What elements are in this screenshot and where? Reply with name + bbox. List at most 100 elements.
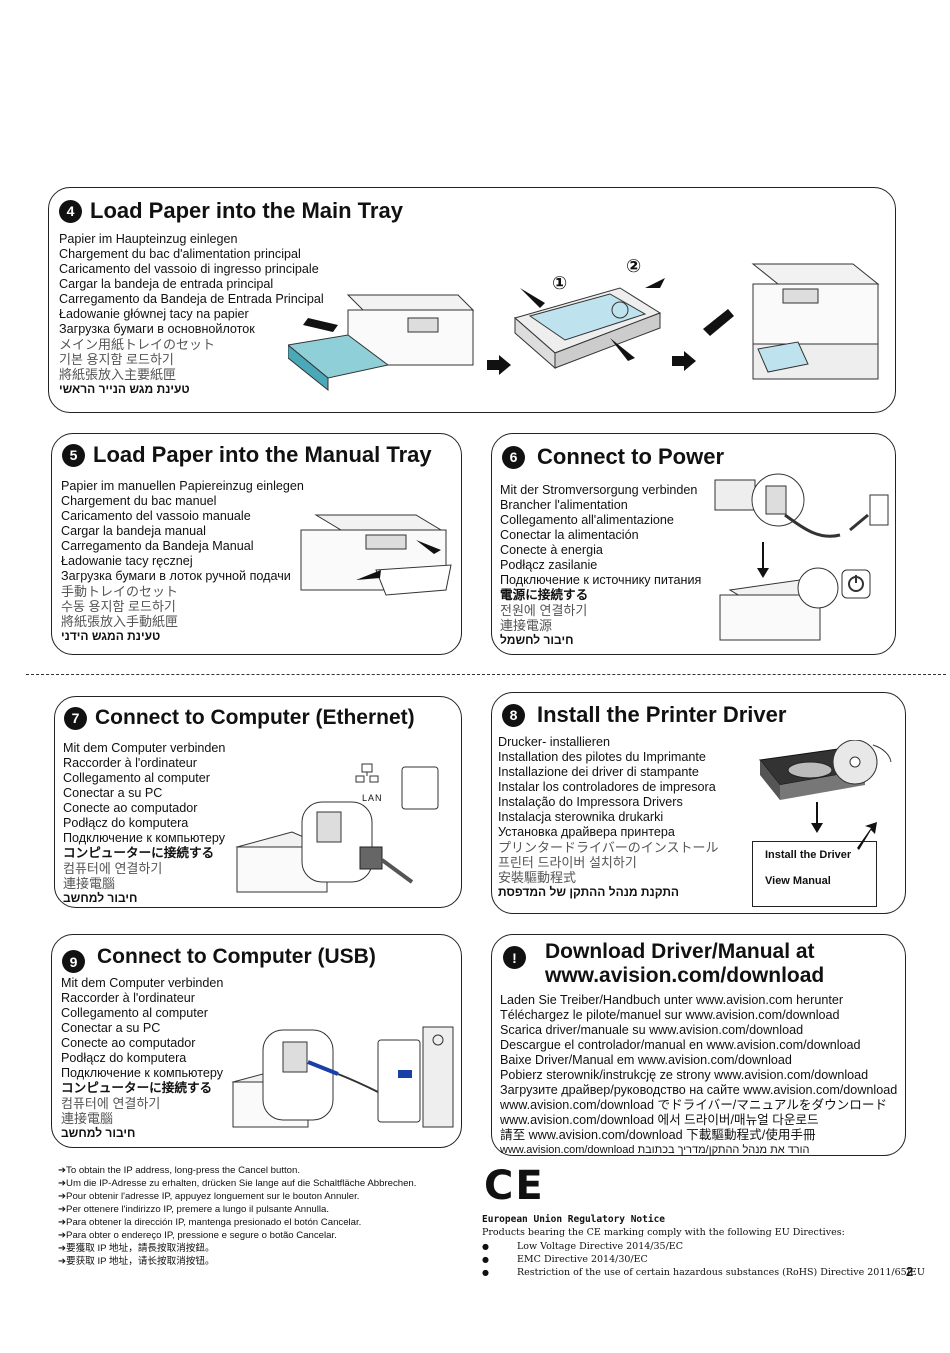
translation-line: חיבור למחשב bbox=[61, 1126, 136, 1140]
translation-line: חיבור לחשמל bbox=[500, 633, 574, 647]
translation-line: Mit dem Computer verbinden bbox=[61, 976, 224, 990]
step-number-badge: 7 bbox=[64, 706, 87, 730]
section-title-install-driver: 8 Install the Printer Driver bbox=[502, 702, 786, 728]
usb-connection-illustration bbox=[231, 1026, 454, 1128]
translation-line: 기본 용지함 로드하기 bbox=[59, 352, 174, 367]
translation-line: Ładowanie tacy ręcznej bbox=[61, 554, 193, 568]
translation-line: www.avision.com/download でドライバー/マニュアルをダウ… bbox=[500, 1098, 888, 1112]
note-line: ➔Para obter o endereço IP, pressione e s… bbox=[58, 1230, 337, 1241]
panel-download bbox=[491, 934, 906, 1156]
arrow-right-icon bbox=[487, 355, 511, 375]
translation-line: メイン用紙トレイのセット bbox=[59, 337, 216, 352]
paper-tray-illustration bbox=[513, 278, 665, 370]
translation-line: Instalacja sterownika drukarki bbox=[498, 810, 664, 824]
section-title-manual-tray: 5 Load Paper into the Manual Tray bbox=[62, 442, 432, 468]
translation-line: 將紙張放入手動紙匣 bbox=[61, 614, 179, 629]
translation-line: Mit der Stromversorgung verbinden bbox=[500, 483, 698, 497]
translation-line: Podłącz zasilanie bbox=[500, 558, 598, 572]
step-number-badge: 4 bbox=[59, 199, 82, 223]
translation-line: Подключение к компьютеру bbox=[61, 1066, 224, 1080]
translation-line: Caricamento del vassoio di ingresso prin… bbox=[59, 262, 319, 276]
translation-line: Podłącz do komputera bbox=[63, 816, 189, 830]
translation-line: 請至 www.avision.com/download 下載驅動程式/使用手冊 bbox=[500, 1128, 816, 1142]
view-manual-button[interactable]: View Manual bbox=[765, 875, 831, 887]
manual-feed-illustration bbox=[300, 514, 452, 596]
power-connection-illustration bbox=[714, 473, 889, 641]
download-title-line2: www.avision.com/download bbox=[545, 964, 825, 987]
translation-list: Mit der Stromversorgung verbinden Branch… bbox=[500, 483, 701, 648]
download-translation-list: Laden Sie Treiber/Handbuch unter www.avi… bbox=[500, 993, 897, 1158]
translation-line: Collegamento al computer bbox=[63, 771, 211, 785]
callout-2: ② bbox=[626, 256, 642, 276]
install-driver-button[interactable]: Install the Driver bbox=[765, 849, 852, 861]
section-title-text: Install the Printer Driver bbox=[537, 702, 787, 727]
translation-line: Instalar los controladores de impresora bbox=[498, 780, 716, 794]
section-title-text: Connect to Power bbox=[537, 444, 725, 469]
panel-connect-power bbox=[491, 433, 896, 655]
translation-line: Mit dem Computer verbinden bbox=[63, 741, 226, 755]
translation-line: Cargar la bandeja de entrada principal bbox=[59, 277, 274, 291]
translation-line: Подключение к источнику питания bbox=[500, 573, 702, 587]
translation-line: コンピューターに接続する bbox=[61, 1081, 213, 1095]
divider-dashed bbox=[26, 674, 946, 675]
callout-1: ① bbox=[552, 273, 568, 293]
translation-line: www.avision.com/download 에서 드라이버/매뉴얼 다운로… bbox=[500, 1113, 819, 1127]
note-line: ➔To obtain the IP address, long-press th… bbox=[58, 1165, 300, 1176]
translation-line: 電源に接続する bbox=[500, 588, 589, 602]
ce-mark-logo: CE bbox=[484, 1163, 545, 1209]
section-title-power: 6 Connect to Power bbox=[502, 444, 724, 470]
note-line: ➔要獲取 IP 地址，請長按取消按鈕。 bbox=[58, 1243, 215, 1254]
translation-line: Papier im manuellen Papiereinzug einlege… bbox=[61, 479, 304, 493]
eu-directive-item: Restriction of the use of certain hazard… bbox=[482, 1266, 925, 1279]
translation-line: Ładowanie głównej tacy na papier bbox=[59, 307, 249, 321]
translation-list: Drucker- installieren Installation des p… bbox=[498, 735, 718, 900]
translation-line: Загрузка бумаги в основнойлоток bbox=[59, 322, 255, 336]
step-number-badge: 5 bbox=[62, 443, 85, 467]
translation-line: Laden Sie Treiber/Handbuch unter www.avi… bbox=[500, 993, 844, 1007]
translation-line: Scarica driver/manuale su www.avision.co… bbox=[500, 1023, 804, 1037]
translation-line: Загрузка бумаги в лоток ручной подачи bbox=[61, 569, 291, 583]
eu-directive-item: Low Voltage Directive 2014/35/EC bbox=[482, 1240, 925, 1253]
translation-line: Brancher l'alimentation bbox=[500, 498, 628, 512]
translation-line: www.avision.com/download הורד את מנהל הה… bbox=[500, 1144, 810, 1156]
translation-line: プリンタードライバーのインストール bbox=[498, 840, 719, 855]
step-number-badge: 8 bbox=[502, 703, 525, 727]
translation-line: Raccorder à l'ordinateur bbox=[63, 756, 198, 770]
translation-line: Téléchargez le pilote/manuel sur www.avi… bbox=[500, 1008, 840, 1022]
translation-line: Installation des pilotes du Imprimante bbox=[498, 750, 706, 764]
step-number-badge: 9 bbox=[62, 950, 85, 973]
translation-line: 連接電源 bbox=[500, 618, 553, 633]
printer-tray-out-illustration bbox=[288, 294, 475, 392]
page-number: 2 bbox=[906, 1264, 914, 1279]
step-number-badge: 6 bbox=[502, 445, 525, 469]
translation-list: Papier im manuellen Papiereinzug einlege… bbox=[61, 479, 304, 644]
section-title-ethernet: 7 Connect to Computer (Ethernet) bbox=[64, 706, 415, 730]
alert-badge: ! bbox=[503, 946, 526, 969]
note-line: ➔要获取 IP 地址，请长按取消按钮。 bbox=[58, 1256, 215, 1267]
translation-line: Baixe Driver/Manual em www.avision.com/d… bbox=[500, 1053, 792, 1067]
note-line: ➔Um die IP-Adresse zu erhalten, drücken … bbox=[58, 1178, 417, 1189]
section-title-usb: 9 Connect to Computer (USB) bbox=[62, 940, 376, 973]
translation-line: 컴퓨터에 연결하기 bbox=[61, 1096, 161, 1111]
installer-menu: Install the Driver View Manual bbox=[752, 841, 877, 907]
translation-line: Conecte à energia bbox=[500, 543, 603, 557]
translation-line: 전원에 연결하기 bbox=[500, 603, 588, 618]
ip-address-notes: ➔To obtain the IP address, long-press th… bbox=[58, 1164, 416, 1268]
note-line: ➔Para obtener la dirección IP, mantenga … bbox=[58, 1217, 362, 1228]
translation-line: Caricamento del vassoio manuale bbox=[61, 509, 251, 523]
printer-tray-in-illustration bbox=[703, 263, 880, 380]
translation-line: Instalação do Impressora Drivers bbox=[498, 795, 683, 809]
section-title-text: Connect to Computer (USB) bbox=[97, 944, 376, 968]
translation-line: Carregamento da Bandeja de Entrada Princ… bbox=[59, 292, 324, 306]
translation-list: Mit dem Computer verbinden Raccorder à l… bbox=[63, 741, 225, 906]
translation-line: 手動トレイのセット bbox=[61, 584, 179, 599]
translation-line: Загрузите драйвер/руководство на сайте w… bbox=[500, 1083, 898, 1097]
translation-line: Cargar la bandeja manual bbox=[61, 524, 206, 538]
translation-line: Conecte ao computador bbox=[61, 1036, 196, 1050]
translation-line: Conectar a su PC bbox=[61, 1021, 161, 1035]
translation-line: Collegamento all'alimentazione bbox=[500, 513, 674, 527]
eu-intro: Products bearing the CE marking comply w… bbox=[482, 1227, 845, 1238]
note-line: ➔Per ottenere l'indirizzo IP, premere a … bbox=[58, 1204, 330, 1215]
translation-line: Chargement du bac manuel bbox=[61, 494, 217, 508]
translation-line: Installazione dei driver di stampante bbox=[498, 765, 699, 779]
